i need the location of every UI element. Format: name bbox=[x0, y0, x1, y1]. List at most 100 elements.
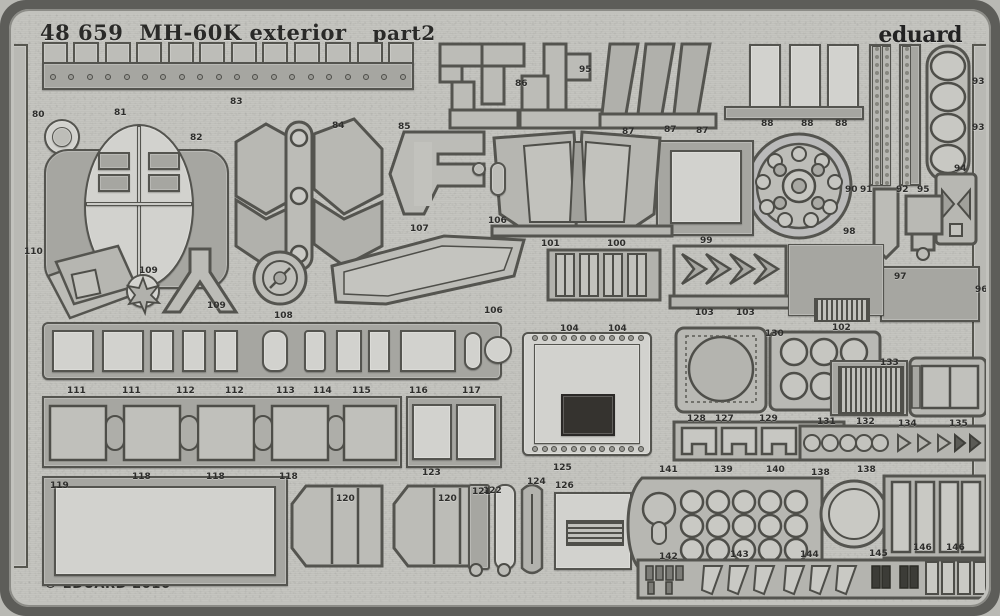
part-number-113: 113 bbox=[276, 386, 295, 396]
part-number-93: 93 bbox=[972, 77, 985, 87]
part-number-106: 106 bbox=[488, 216, 507, 226]
part-number-130: 130 bbox=[765, 329, 784, 339]
part-number-88: 88 bbox=[761, 119, 774, 129]
part-number-142: 142 bbox=[659, 552, 678, 562]
part-number-120: 120 bbox=[438, 494, 457, 504]
part-109-star-washer bbox=[126, 274, 160, 308]
part-92-perforation bbox=[902, 46, 911, 186]
part-125-edge-rivets-top bbox=[532, 335, 644, 341]
part-number-121: 121 bbox=[472, 487, 491, 497]
part-118-base bbox=[42, 396, 402, 468]
part-number-87: 87 bbox=[696, 126, 709, 136]
part-number-108: 108 bbox=[274, 311, 293, 321]
part-number-119: 119 bbox=[50, 481, 69, 491]
part-81-center-bar bbox=[137, 126, 141, 287]
part-number-128: 128 bbox=[687, 414, 706, 424]
part-number-125: 125 bbox=[553, 463, 572, 473]
part-88-a bbox=[749, 44, 781, 110]
part-88-c bbox=[827, 44, 859, 110]
part-number-127: 127 bbox=[715, 414, 734, 424]
part-123-b bbox=[456, 404, 496, 460]
part-number-117: 117 bbox=[462, 386, 481, 396]
part-number-143: 143 bbox=[730, 550, 749, 560]
part-81-window-b bbox=[148, 152, 180, 170]
part-119-face bbox=[54, 486, 276, 576]
part-81-window-d bbox=[148, 174, 180, 192]
part-126-box-mesh bbox=[566, 520, 624, 546]
part-112-c bbox=[214, 330, 238, 372]
part-number-132: 132 bbox=[856, 417, 875, 427]
part-81-window-a bbox=[98, 152, 130, 170]
part-number-140: 140 bbox=[766, 465, 785, 475]
part-106-oval-a bbox=[490, 162, 506, 196]
part-number-144: 144 bbox=[800, 550, 819, 560]
part-number-118: 118 bbox=[279, 472, 298, 482]
part-number-112: 112 bbox=[225, 386, 244, 396]
part-number-135: 135 bbox=[949, 419, 968, 429]
part-number-102: 102 bbox=[832, 323, 851, 333]
part-number-80: 80 bbox=[32, 110, 45, 120]
part-102-inner bbox=[670, 150, 742, 224]
part-number-112: 112 bbox=[176, 386, 195, 396]
part-number-87: 87 bbox=[622, 127, 635, 137]
part-number-111: 111 bbox=[67, 386, 86, 396]
part-113 bbox=[262, 330, 288, 372]
part-83-base bbox=[42, 62, 414, 90]
part-number-100: 100 bbox=[607, 239, 626, 249]
part-number-86: 86 bbox=[515, 79, 528, 89]
part-116 bbox=[400, 330, 456, 372]
part-90-perforation bbox=[872, 46, 881, 186]
kit-name: MH-60K exterior bbox=[139, 20, 347, 45]
part-number-95: 95 bbox=[917, 185, 930, 195]
part-number-126: 126 bbox=[555, 481, 574, 491]
part-number-90: 90 bbox=[845, 185, 858, 195]
part-number-138: 138 bbox=[857, 465, 876, 475]
part-number-104: 104 bbox=[608, 324, 627, 334]
part-number-110: 110 bbox=[24, 247, 43, 257]
part-number-111: 111 bbox=[122, 386, 141, 396]
part-number-99: 99 bbox=[700, 236, 713, 246]
part-117-b bbox=[484, 336, 512, 364]
part-number-109: 109 bbox=[207, 301, 226, 311]
part-number-107: 107 bbox=[410, 224, 429, 234]
part-number-124: 124 bbox=[527, 477, 546, 487]
part-115-b bbox=[368, 330, 390, 372]
part-111-a bbox=[52, 330, 94, 372]
part-number-82: 82 bbox=[190, 133, 203, 143]
part-122-mesh bbox=[814, 298, 870, 322]
part-number-131: 131 bbox=[817, 417, 836, 427]
part-number-122: 122 bbox=[483, 486, 502, 496]
part-number-92: 92 bbox=[896, 185, 909, 195]
part-number-146: 146 bbox=[946, 543, 965, 553]
part-number-129: 129 bbox=[759, 414, 778, 424]
part-number-87: 87 bbox=[664, 125, 677, 135]
part-83-rivets bbox=[50, 74, 406, 80]
part-81-cross-bar bbox=[86, 202, 192, 206]
part-number-106: 106 bbox=[484, 306, 503, 316]
part-number-95: 95 bbox=[579, 65, 592, 75]
part-number-123: 123 bbox=[422, 468, 441, 478]
part-117-a bbox=[464, 332, 482, 370]
part-number-91: 91 bbox=[860, 185, 873, 195]
part-126-dark-window bbox=[561, 394, 615, 436]
part-number-97: 97 bbox=[894, 272, 907, 282]
part-number-115: 115 bbox=[352, 386, 371, 396]
part-114 bbox=[304, 330, 326, 372]
part-number-109: 109 bbox=[139, 266, 158, 276]
part-106-circle bbox=[472, 162, 486, 176]
part-number-146: 146 bbox=[913, 543, 932, 553]
part-133-stripes-b bbox=[838, 366, 904, 414]
eduard-logo: eduard bbox=[878, 22, 962, 48]
part-91-perforation bbox=[882, 46, 891, 186]
part-123-a bbox=[412, 404, 452, 460]
part-number-133: 133 bbox=[880, 358, 899, 368]
made-in-notice: Made in Czech Republic bbox=[780, 577, 960, 592]
part-number-103: 103 bbox=[695, 308, 714, 318]
part-number-145: 145 bbox=[869, 549, 888, 559]
part-number-101: 101 bbox=[541, 239, 560, 249]
part-number-85: 85 bbox=[398, 122, 411, 132]
part-number-116: 116 bbox=[409, 386, 428, 396]
kit-part-label: part2 bbox=[372, 21, 436, 45]
